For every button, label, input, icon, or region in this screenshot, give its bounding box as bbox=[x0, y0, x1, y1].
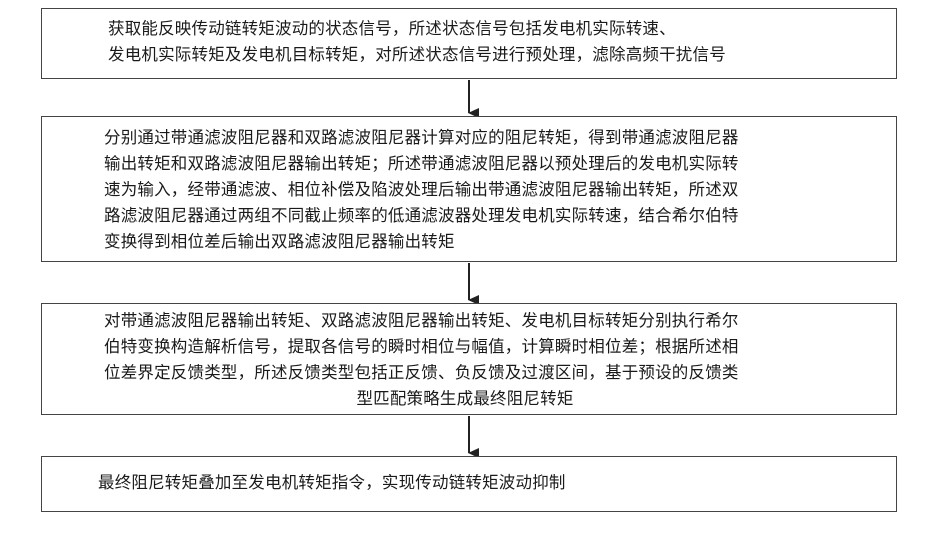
step-text-line: 位差界定反馈类型，所述反馈类型包括正反馈、负反馈及过渡区间，基于预设的反馈类 bbox=[104, 360, 886, 386]
step-box-phase-analysis: 对带通滤波阻尼器输出转矩、双路滤波阻尼器输出转矩、发电机目标转矩分别执行希尔 伯… bbox=[41, 303, 897, 415]
step-box-acquire-signals: 获取能反映传动链转矩波动的状态信号，所述状态信号包括发电机实际转速、 发电机实际… bbox=[41, 8, 897, 79]
step-text-line: 发电机实际转矩及发电机目标转矩，对所述状态信号进行预处理，滤除高频干扰信号 bbox=[108, 42, 882, 68]
step-text-line: 对带通滤波阻尼器输出转矩、双路滤波阻尼器输出转矩、发电机目标转矩分别执行希尔 bbox=[104, 308, 886, 334]
step-text-line: 最终阻尼转矩叠加至发电机转矩指令，实现传动链转矩波动抑制 bbox=[98, 470, 886, 496]
step-text-line: 获取能反映传动链转矩波动的状态信号，所述状态信号包括发电机实际转速、 bbox=[108, 16, 882, 42]
step-box-superimpose-torque: 最终阻尼转矩叠加至发电机转矩指令，实现传动链转矩波动抑制 bbox=[41, 456, 897, 512]
step-text-line: 变换得到相位差后输出双路滤波阻尼器输出转矩 bbox=[104, 229, 886, 255]
step-text-line: 伯特变换构造解析信号，提取各信号的瞬时相位与幅值，计算瞬时相位差；根据所述相 bbox=[104, 334, 886, 360]
step-text-line: 速为输入，经带通滤波、相位补偿及陷波处理后输出带通滤波阻尼器输出转矩，所述双 bbox=[104, 177, 886, 203]
step-text-line: 型匹配策略生成最终阻尼转矩 bbox=[104, 386, 886, 412]
step-text-line: 输出转矩和双路滤波阻尼器输出转矩；所述带通滤波阻尼器以预处理后的发电机实际转 bbox=[104, 151, 886, 177]
step-text-line: 分别通过带通滤波阻尼器和双路滤波阻尼器计算对应的阻尼转矩，得到带通滤波阻尼器 bbox=[104, 125, 886, 151]
step-text-line: 路滤波阻尼器通过两组不同截止频率的低通滤波器处理发电机实际转速，结合希尔伯特 bbox=[104, 203, 886, 229]
step-box-compute-damping: 分别通过带通滤波阻尼器和双路滤波阻尼器计算对应的阻尼转矩，得到带通滤波阻尼器 输… bbox=[41, 116, 897, 262]
